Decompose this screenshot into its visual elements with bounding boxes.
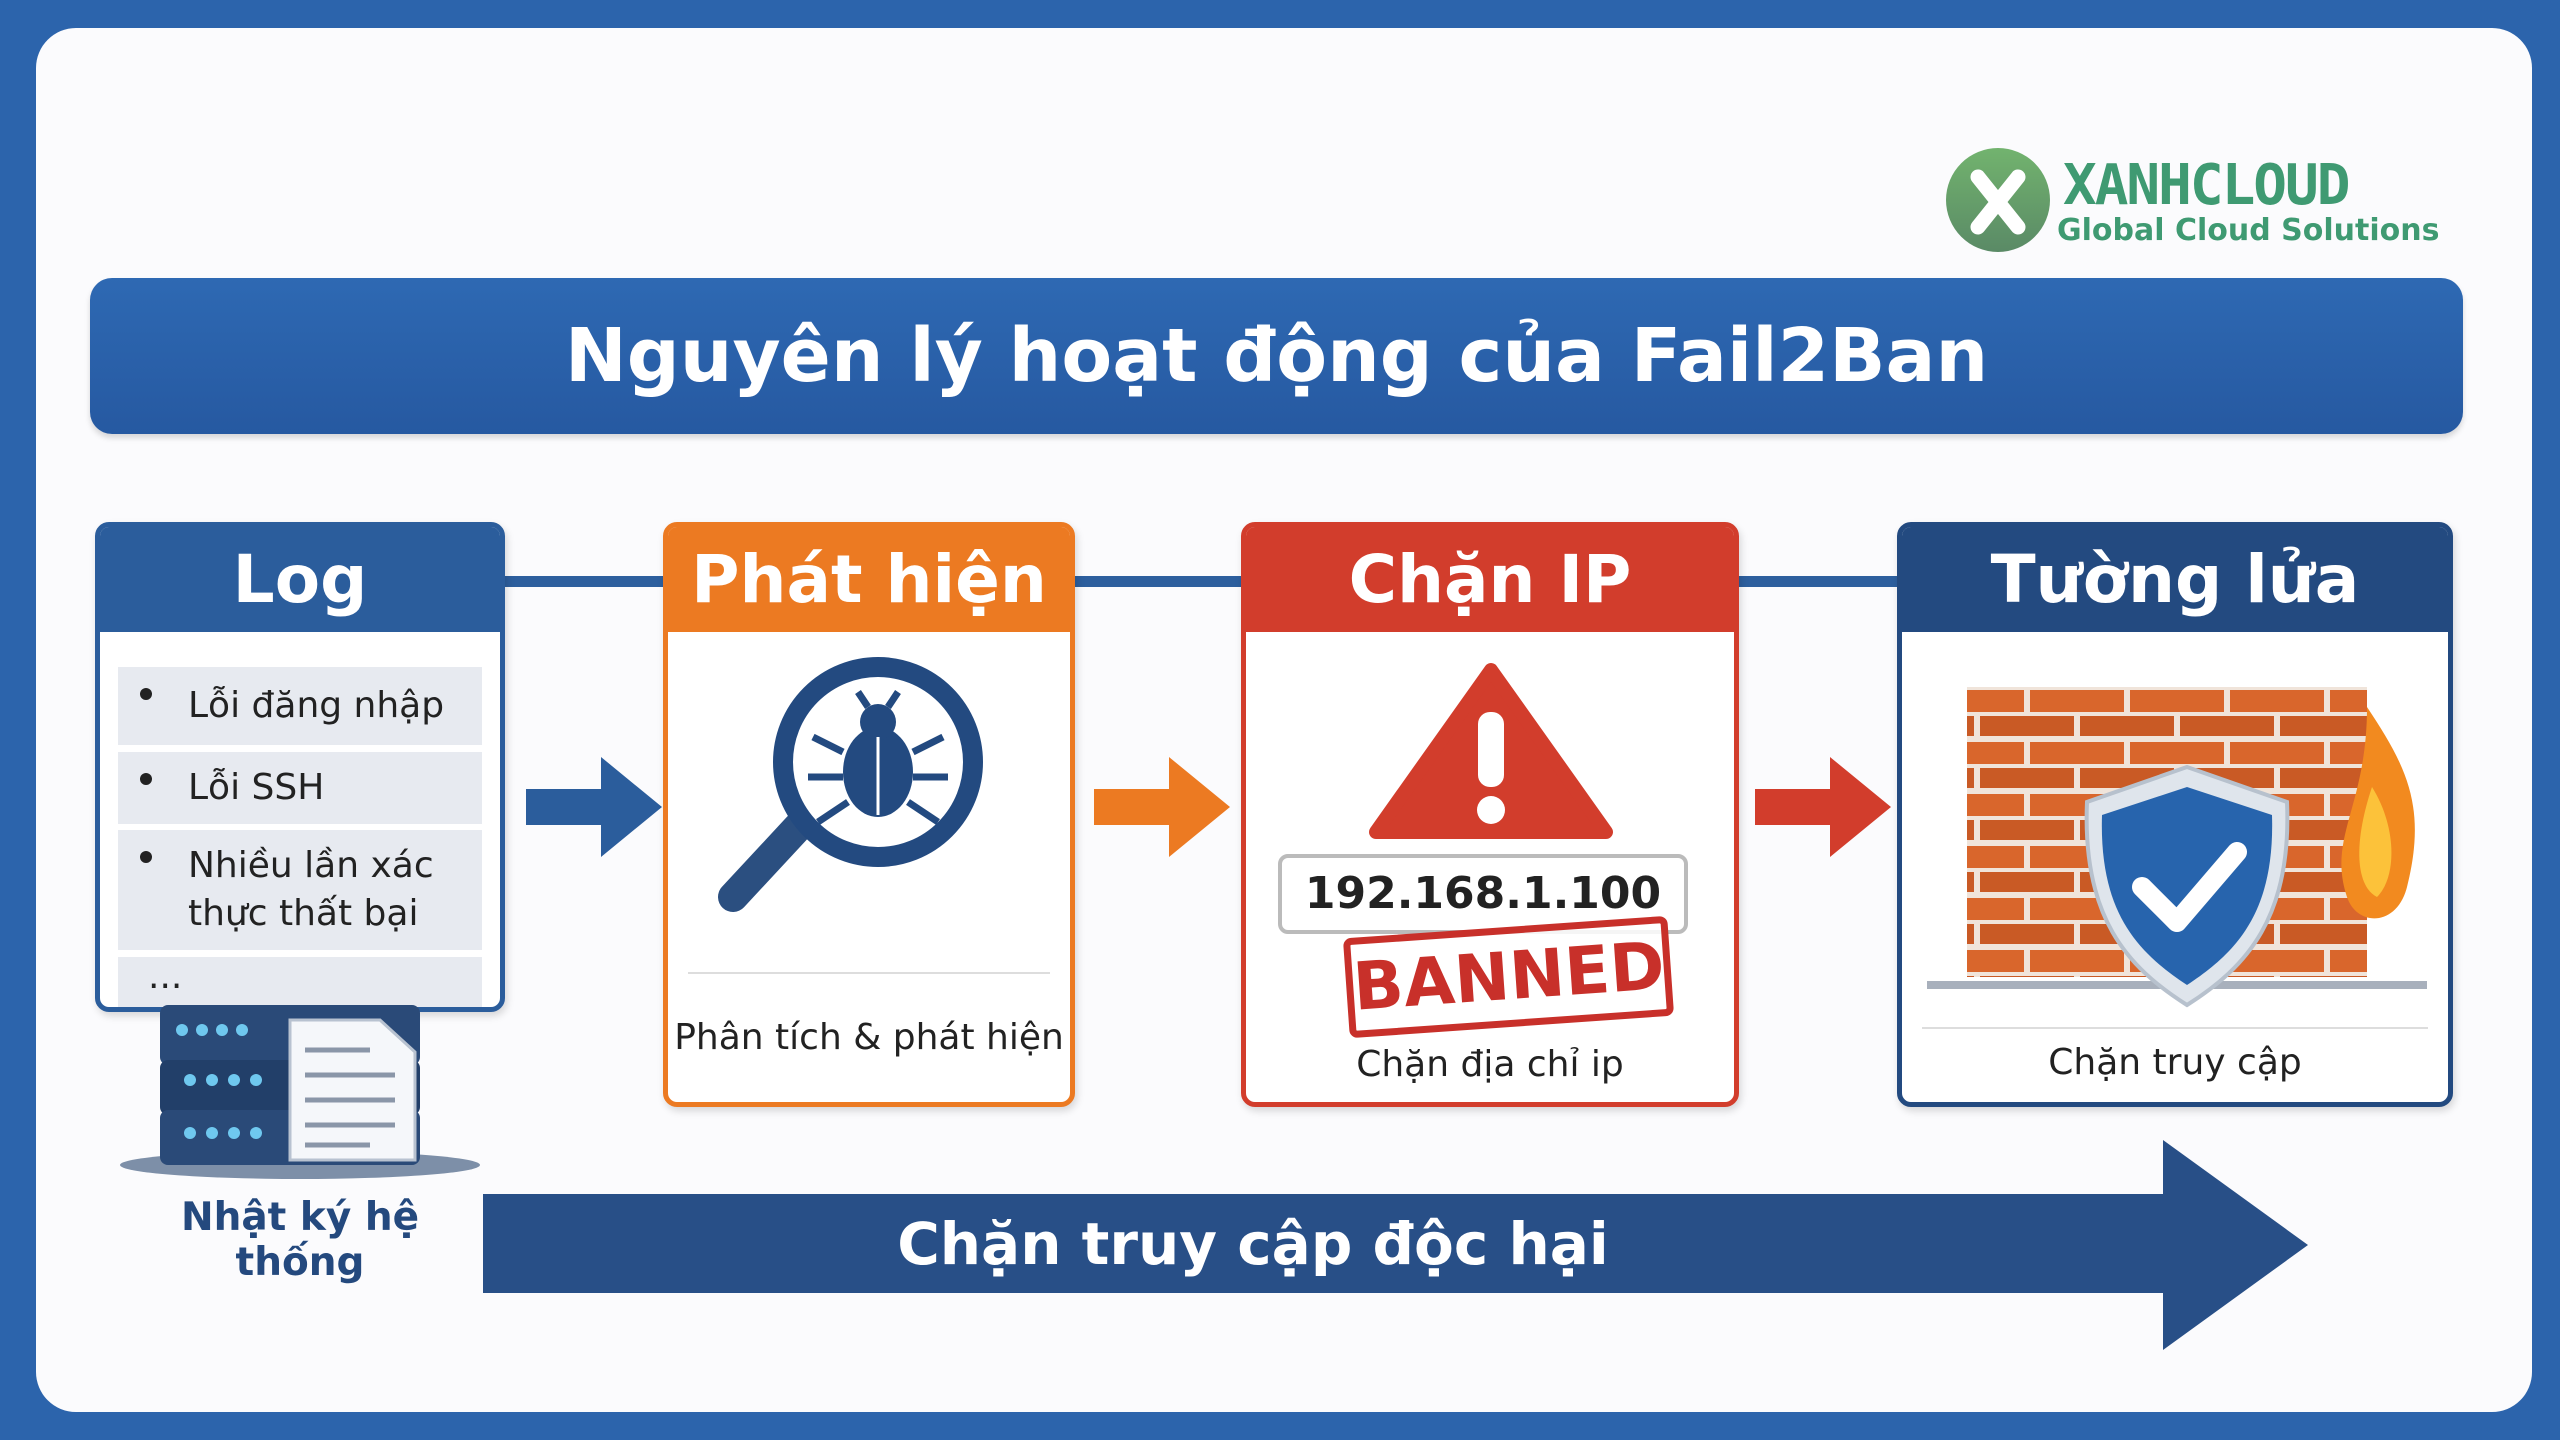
step-caption: Phân tích & phát hiện [674,1017,1064,1058]
magnifier-bug-icon [718,657,983,912]
logo-brand: XANHCLOUD [2063,153,2350,218]
connector-line [500,576,1900,587]
step-block-ip-card: Chặn IP 192.168.1.100 BANNED Chặn địa ch… [1241,522,1739,1107]
step-detect-card: Phát hiện Phân tích & phát hiện [663,522,1075,1107]
step-caption: Chặn địa chỉ ip [1356,1044,1624,1085]
warning-icon [1369,663,1613,839]
step-title: Chặn IP [1246,527,1734,632]
step-caption: Chặn truy cập [2048,1042,2302,1083]
arrow-right-icon [1094,757,1230,857]
page-title: Nguyên lý hoạt động của Fail2Ban [90,278,2463,434]
banned-stamp: BANNED [1342,915,1675,1039]
step-firewall-card: Tường lửa Chặn truy cập [1897,522,2453,1107]
step-log-card: Log Lỗi đăng nhập Lỗi SSH Nhiều lần xác … [95,522,505,1012]
log-item: Lỗi SSH [118,752,482,824]
arrow-right-icon [526,757,662,857]
xanhcloud-logo: XANHCLOUD Global Cloud Solutions [1945,147,2465,257]
server-label: Nhật ký hệ thống [180,1195,420,1285]
logo-tagline: Global Cloud Solutions [2057,213,2440,248]
log-item: Lỗi đăng nhập [118,667,482,745]
step-title: Phát hiện [668,527,1070,632]
big-arrow-right-icon [483,1140,2308,1350]
step-title: Tường lửa [1902,527,2448,632]
step-title: Log [100,527,500,632]
server-log-icon [120,1005,480,1179]
arrow-right-icon [1755,757,1891,857]
log-item: Nhiều lần xác thực thất bại [118,830,482,950]
bottom-arrow-label: Chặn truy cập độc hại [897,1209,1609,1278]
logo-x-icon [1946,148,2050,252]
log-item-more: ... [118,957,482,1007]
firewall-shield-icon [1927,687,2427,1008]
